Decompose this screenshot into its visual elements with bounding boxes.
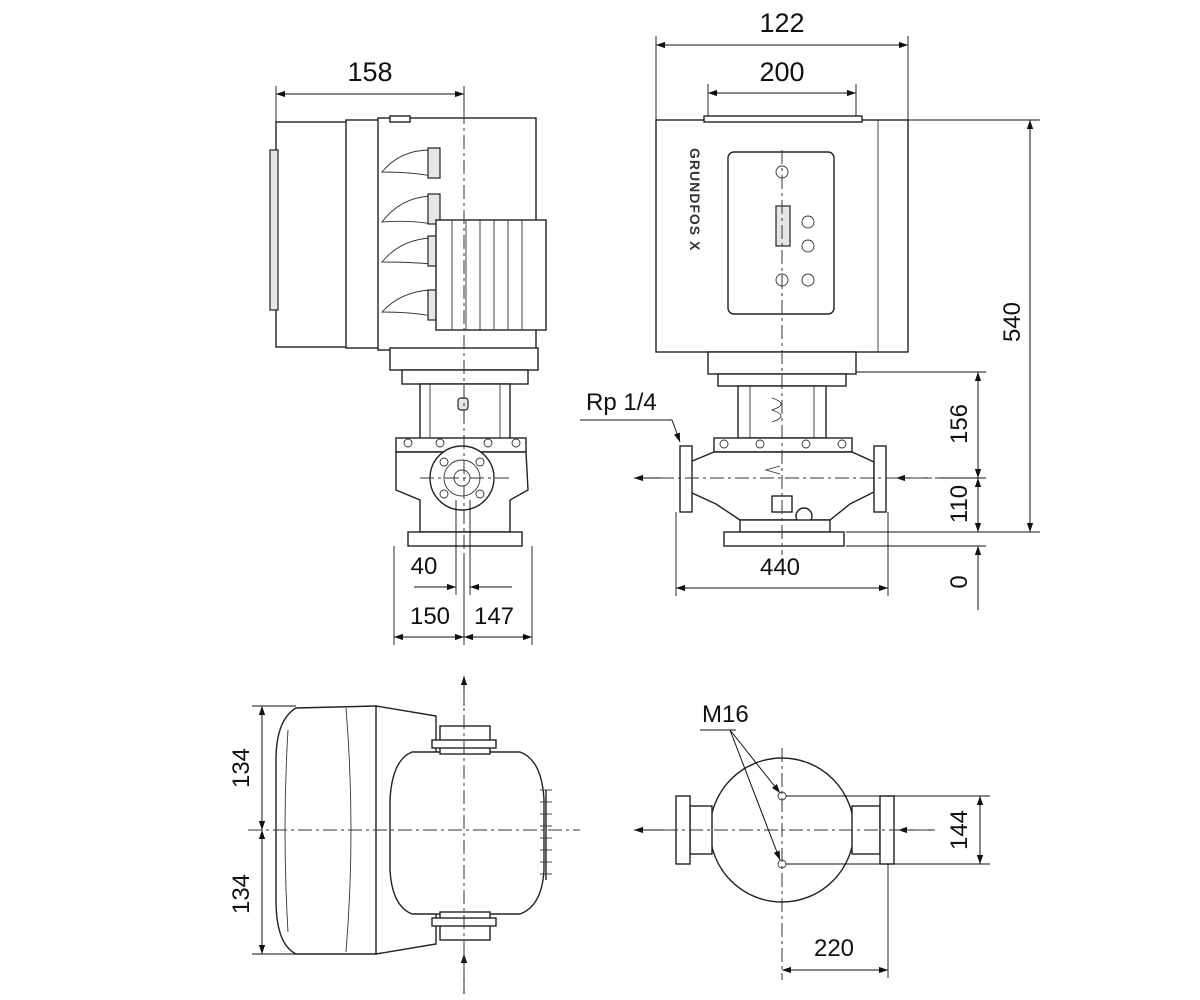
dim-front-width-motor: 200 bbox=[759, 57, 804, 87]
inlet-flange-front bbox=[873, 445, 887, 513]
dim-side-foot-left: 150 bbox=[410, 603, 450, 630]
front-view: GRUNDFOS X 122 bbox=[580, 8, 1040, 610]
pump-casing-top bbox=[389, 751, 545, 915]
dim-side-foot-right: 147 bbox=[474, 603, 514, 630]
label-bolt-thread: M16 bbox=[702, 701, 749, 728]
base-plate-front bbox=[723, 531, 845, 547]
brand-label: GRUNDFOS X bbox=[687, 148, 703, 251]
dim-front-port-to-port: 440 bbox=[760, 554, 800, 581]
dim-front-width-top: 122 bbox=[759, 8, 804, 38]
outlet-flange-front bbox=[679, 445, 693, 513]
dim-front-height-shaft: 156 bbox=[946, 404, 973, 444]
top-view: 134 134 bbox=[228, 676, 580, 994]
dim-side-width: 158 bbox=[347, 57, 392, 87]
dim-front-height-port: 110 bbox=[946, 485, 973, 523]
dim-side-offset: 40 bbox=[411, 553, 438, 580]
dim-bottom-width: 220 bbox=[814, 935, 854, 962]
label-vent-port: Rp 1/4 bbox=[586, 389, 657, 416]
dim-top-half-upper: 134 bbox=[228, 748, 255, 788]
terminal-box bbox=[275, 121, 357, 348]
side-view: 158 40 150 147 bbox=[269, 57, 547, 645]
dim-bottom-bolt-spacing: 144 bbox=[946, 810, 973, 850]
bottom-view: M16 144 220 bbox=[634, 701, 990, 980]
dim-top-half-lower: 134 bbox=[228, 874, 255, 914]
cooling-fins bbox=[435, 219, 547, 331]
base-plate bbox=[407, 531, 523, 547]
dim-front-height-total: 540 bbox=[999, 302, 1026, 342]
dim-front-height-base: 0 bbox=[946, 575, 973, 588]
